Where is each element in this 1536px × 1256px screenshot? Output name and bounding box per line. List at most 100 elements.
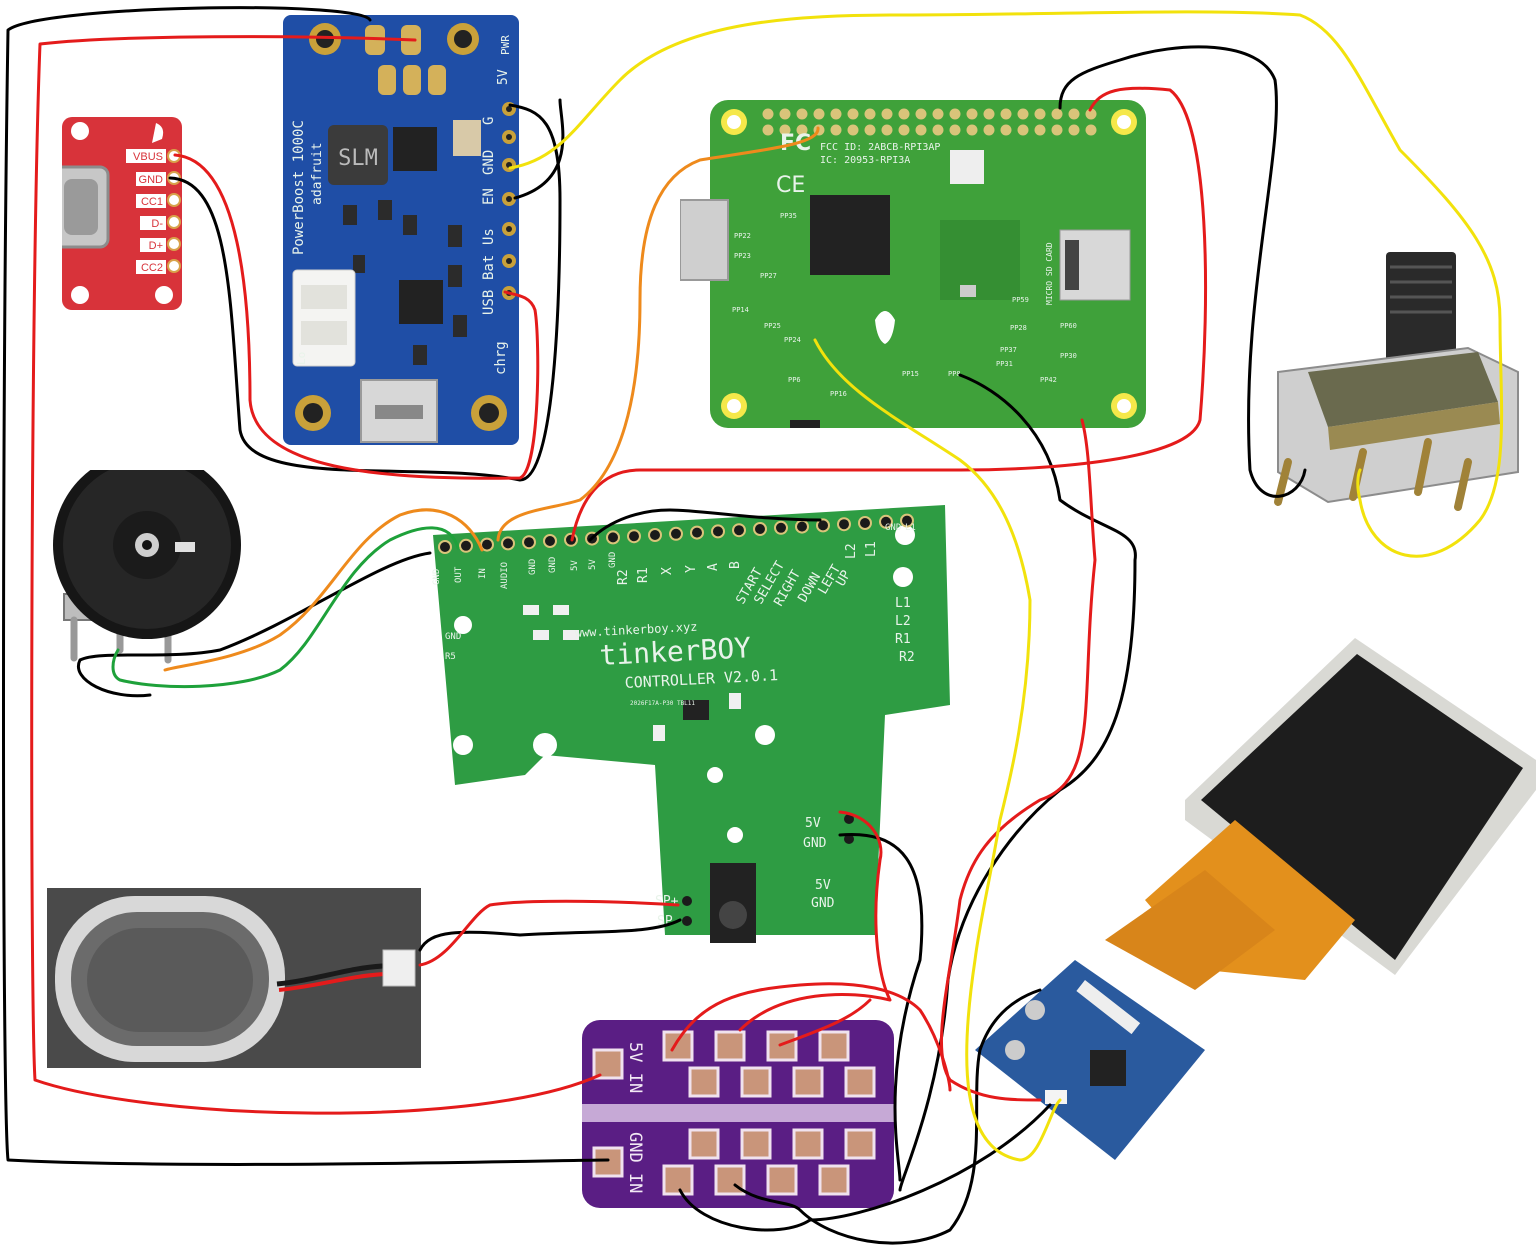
tinkerboy-header-pin bbox=[522, 535, 536, 550]
pb-pin-en: EN bbox=[481, 188, 497, 205]
tinkerboy-header-pin bbox=[858, 516, 872, 530]
tinkerboy-header-pin bbox=[669, 526, 683, 541]
pi-label-pp15: PP15 bbox=[902, 370, 919, 378]
tb-pin-gnd: GND bbox=[432, 569, 442, 585]
gpio-pin bbox=[762, 124, 774, 136]
tinkerboy-header-pin bbox=[900, 513, 914, 528]
pb-5v-label: 5V bbox=[496, 69, 511, 85]
dist-gnd-label: GND IN bbox=[625, 1132, 645, 1193]
tb-pin-gnd2: GND bbox=[528, 559, 538, 575]
tinkerboy-header-pin bbox=[774, 520, 788, 535]
gpio-pin bbox=[898, 108, 910, 120]
tb-title: tinkerBOY bbox=[599, 631, 752, 672]
tinkerboy-header-pin bbox=[543, 534, 557, 548]
tb-btn-l1: L1 bbox=[864, 541, 879, 557]
pb-inductor-label: SLM bbox=[338, 146, 378, 171]
tb-right-gnd: GND bbox=[885, 523, 901, 533]
gpio-pin bbox=[830, 108, 842, 120]
tb-power-5v2: 5V bbox=[815, 878, 831, 893]
pb-pwr-label: PWR bbox=[499, 35, 512, 55]
gpio-pin bbox=[779, 124, 791, 136]
gpio-pin bbox=[1017, 108, 1029, 120]
gpio-pin bbox=[983, 124, 995, 136]
usb-pin-dminus: D- bbox=[151, 218, 163, 230]
gpio-pin bbox=[813, 108, 825, 120]
tb-right-l1top: L1 bbox=[905, 523, 916, 533]
usb-c-breakout: VBUS GND CC1 D- D+ CC2 bbox=[62, 117, 182, 310]
tb-pin-5v: 5V bbox=[570, 560, 580, 571]
tinkerboy-header-pin bbox=[816, 518, 830, 533]
pi-label-pp35: PP35 bbox=[780, 212, 797, 220]
tb-btn-a: A bbox=[706, 563, 721, 571]
usb-pin-gnd: GND bbox=[139, 174, 164, 186]
gpio-pin bbox=[1068, 124, 1080, 136]
usb-pin-cc1: CC1 bbox=[141, 196, 163, 208]
gpio-pin bbox=[932, 124, 944, 136]
pi-label-pp27: PP27 bbox=[760, 272, 777, 280]
tb-btn-l2: L2 bbox=[844, 543, 859, 559]
usb-pin-vbus: VBUS bbox=[133, 151, 163, 163]
tb-right-r2: R2 bbox=[899, 650, 915, 665]
pi-label-pp6: PP6 bbox=[788, 376, 801, 384]
slide-switch bbox=[1274, 252, 1519, 511]
tb-serial: 2026F17A-P30 TBL11 bbox=[630, 700, 695, 707]
gpio-pin bbox=[1051, 108, 1063, 120]
tb-right-l2: L2 bbox=[895, 614, 911, 629]
gpio-pin bbox=[949, 124, 961, 136]
tinkerboy-header-pin bbox=[438, 540, 452, 554]
volume-potentiometer bbox=[53, 470, 241, 664]
tb-pin-in: IN bbox=[478, 568, 488, 579]
pi-label-pp37: PP37 bbox=[1000, 346, 1017, 354]
tinkerboy-header-pin bbox=[606, 530, 620, 545]
usb-pin-dplus: D+ bbox=[149, 240, 163, 252]
gpio-pin bbox=[1085, 124, 1097, 136]
gpio-pin bbox=[779, 108, 791, 120]
pi-label-pp60: PP60 bbox=[1060, 322, 1077, 330]
gpio-pin bbox=[1068, 108, 1080, 120]
pi-label-pp22: PP22 bbox=[734, 232, 751, 240]
orange-wires bbox=[163, 126, 820, 672]
tb-btn-up: UP bbox=[833, 568, 854, 589]
tb-left-gnd: GND bbox=[445, 632, 461, 642]
green-wires bbox=[111, 526, 460, 689]
dist-5v-label: 5V IN bbox=[625, 1042, 645, 1093]
pb-pin-bat: Bat bbox=[481, 255, 497, 280]
pi-label-pp14: PP14 bbox=[732, 306, 749, 314]
gpio-pin bbox=[1000, 108, 1012, 120]
pb-title: PowerBoost 1000C bbox=[291, 120, 307, 255]
tb-pin-5v2: 5V bbox=[588, 559, 598, 570]
pb-brand: adafruit bbox=[310, 142, 325, 205]
gpio-pin bbox=[1034, 124, 1046, 136]
pb-pin-usb: USB bbox=[481, 290, 497, 315]
pi-sd-label: MICRO SD CARD bbox=[1045, 242, 1054, 305]
gpio-pin bbox=[1051, 124, 1063, 136]
yellow-wires bbox=[508, 10, 1504, 1162]
tb-pin-gnd4: GND bbox=[608, 552, 618, 568]
gpio-pin bbox=[830, 124, 842, 136]
pi-ce-mark: CE bbox=[776, 173, 805, 198]
pi-label-pp42: PP42 bbox=[1040, 376, 1057, 384]
tb-left-r5: R5 bbox=[445, 652, 456, 662]
pi-label-pp59: PP59 bbox=[1012, 296, 1029, 304]
gpio-pin bbox=[949, 108, 961, 120]
gpio-pin bbox=[796, 124, 808, 136]
tinkerboy-header-pin bbox=[501, 536, 515, 551]
pi-label-pp23: PP23 bbox=[734, 252, 751, 260]
tinkerboy-header-pin bbox=[711, 524, 725, 539]
pi-label-pp8: PP8 bbox=[948, 370, 961, 378]
tb-btn-b: B bbox=[728, 561, 743, 569]
gpio-pin bbox=[847, 108, 859, 120]
power-distribution-board: 5V IN GND IN bbox=[582, 1020, 894, 1208]
tinkerboy-header-pin bbox=[879, 514, 893, 529]
pb-pin-us: Us bbox=[481, 228, 497, 245]
gpio-pin bbox=[881, 108, 893, 120]
gpio-pin bbox=[983, 108, 995, 120]
red-wires bbox=[30, 35, 1208, 1115]
tinkerboy-header-pin bbox=[837, 517, 851, 532]
gpio-pin bbox=[864, 108, 876, 120]
gpio-pin bbox=[1085, 108, 1097, 120]
pb-chrg-label: chrg bbox=[493, 341, 509, 375]
gpio-pin bbox=[864, 124, 876, 136]
tb-power-gnd2: GND bbox=[811, 896, 835, 911]
